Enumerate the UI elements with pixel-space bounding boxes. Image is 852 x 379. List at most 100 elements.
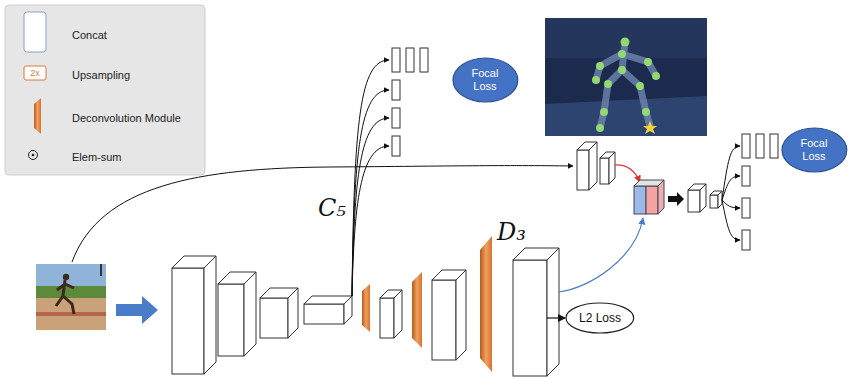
legend-row: Elem-sum <box>72 147 122 165</box>
heatmap-photo <box>644 58 652 66</box>
fan-line <box>352 118 389 296</box>
concat-block <box>634 180 664 214</box>
loss-label: Focal Loss <box>794 137 834 163</box>
output-map <box>742 230 750 250</box>
output-map <box>756 134 764 158</box>
feature-block <box>456 270 466 360</box>
input-photo <box>36 312 106 316</box>
heatmap-photo <box>621 38 630 47</box>
loss-ellipse: L2 Loss <box>565 302 635 334</box>
connector-arrow <box>547 317 565 318</box>
fan-line <box>352 60 389 296</box>
output-map <box>742 198 750 218</box>
loss-label: Focal Loss <box>465 67 505 93</box>
input-photo <box>56 280 74 314</box>
input-photo <box>36 264 106 330</box>
legend-text: Elem-sum <box>72 149 122 165</box>
deconv-sample <box>34 98 41 134</box>
output-map <box>392 80 400 100</box>
heatmap-photo <box>596 62 604 70</box>
label-box: 2x <box>24 66 46 80</box>
ellipse-outline <box>453 58 518 102</box>
feature-block <box>218 284 244 356</box>
input-arrow <box>116 296 158 324</box>
input-photo <box>63 274 69 280</box>
feature-block <box>172 268 204 374</box>
heatmap-photo <box>592 76 600 84</box>
blue-arrow <box>559 218 643 292</box>
loss-ellipse: Focal Loss <box>781 127 848 173</box>
legend-row: Concat <box>72 25 107 43</box>
ellipse-outline <box>782 128 847 172</box>
skip-line <box>72 166 573 262</box>
loss-label: L2 Loss <box>579 311 621 325</box>
fan-line <box>722 200 740 240</box>
upsampling-sample <box>24 66 46 80</box>
feature-block <box>244 272 256 356</box>
fan-line <box>352 90 389 296</box>
heatmap-photo <box>618 50 626 58</box>
heatmap-photo <box>545 96 707 136</box>
fan-line <box>722 146 740 200</box>
fan-line <box>722 200 740 208</box>
deconv-module <box>480 236 492 372</box>
heatmap-photo <box>545 18 707 136</box>
layer-label: C₅ <box>318 196 346 220</box>
deconv-module <box>412 272 422 348</box>
elem-sum-symbol <box>32 154 35 157</box>
red-arrow <box>615 165 640 182</box>
legend-row: Deconvolution Module <box>72 108 181 126</box>
feature-block <box>718 191 722 208</box>
feature-block: D₃ <box>513 260 547 376</box>
layer-label: D₃ <box>497 220 526 244</box>
feature-block: C₅ <box>304 304 344 324</box>
heatmap-photo <box>596 42 656 128</box>
feature-block <box>394 290 402 338</box>
fan-line <box>352 146 389 296</box>
feature-block <box>432 280 456 360</box>
feature-block <box>344 296 352 324</box>
legend-text: Deconvolution Module <box>72 110 181 126</box>
output-map <box>406 48 414 72</box>
output-map <box>392 136 400 156</box>
output-map <box>742 134 750 158</box>
deconv-module <box>362 236 492 372</box>
legend-panel <box>5 5 205 175</box>
feature-block <box>700 184 706 212</box>
heatmap-photo <box>545 18 707 136</box>
input-photo <box>100 264 102 276</box>
concat-block <box>646 186 658 214</box>
heatmap-photo <box>596 124 604 132</box>
output-map <box>392 48 428 156</box>
feature-block <box>589 142 597 190</box>
fan-line <box>722 146 740 240</box>
feature-block <box>204 256 216 374</box>
concat-block <box>634 186 646 214</box>
upsampling-factor: 2x <box>30 69 40 78</box>
output-map <box>770 134 778 158</box>
legend-row: Upsampling <box>72 65 130 83</box>
fan-line <box>352 60 389 296</box>
output-map <box>742 166 750 186</box>
concat-sample <box>24 12 46 52</box>
feature-block <box>304 304 344 324</box>
output-map <box>392 48 400 72</box>
feature-block <box>260 298 288 338</box>
feature-block <box>172 248 559 376</box>
deconv-module <box>362 284 370 332</box>
feature-block <box>609 152 615 184</box>
legend-text: Upsampling <box>72 67 130 83</box>
feature-block <box>577 150 589 190</box>
feature-block <box>600 158 609 184</box>
black-arrow <box>668 192 684 206</box>
heatmap-photo <box>652 72 660 80</box>
ellipse-outline <box>566 303 634 333</box>
feature-block <box>380 298 394 338</box>
output-map <box>392 108 400 128</box>
heatmap-photo <box>592 38 660 133</box>
elem-sum-symbol <box>29 151 38 160</box>
heatmap-photo <box>604 80 612 88</box>
